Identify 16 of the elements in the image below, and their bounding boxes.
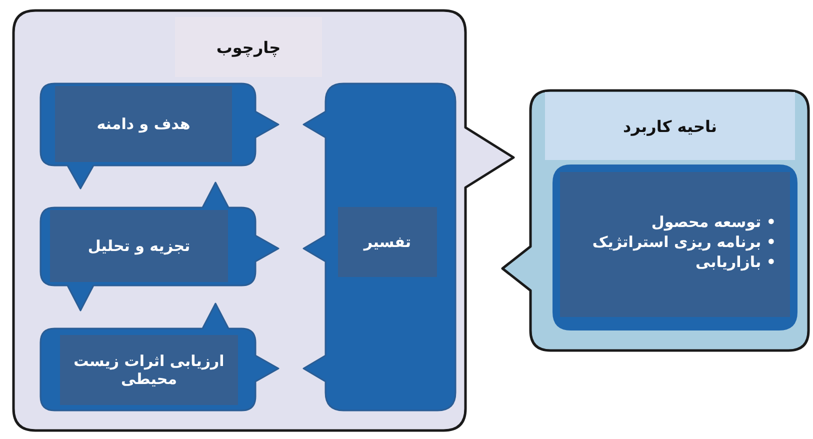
label-panel: هدف و دامنه — [55, 86, 232, 162]
bullet-item: • توسعه محصول — [650, 212, 776, 232]
rounded-box — [552, 164, 798, 331]
bullet-item: • برنامه ریزی استراتژیک — [591, 232, 776, 252]
callout-box — [38, 180, 280, 312]
heading-band: ناحیه کاربرد — [545, 92, 795, 160]
callout-box — [10, 8, 516, 432]
bullet-item: • بازاریابی — [694, 252, 776, 272]
label-panel: ارزیابی اثرات زیست محیطی — [60, 335, 238, 405]
label-panel: تجزیه و تحلیل — [50, 210, 228, 282]
callout-box — [302, 82, 456, 412]
callout-box — [38, 82, 280, 190]
heading-band: چارچوب — [175, 17, 322, 77]
callout-box — [500, 88, 810, 352]
callout-box — [38, 302, 280, 412]
label-panel: تفسیر — [338, 207, 437, 277]
